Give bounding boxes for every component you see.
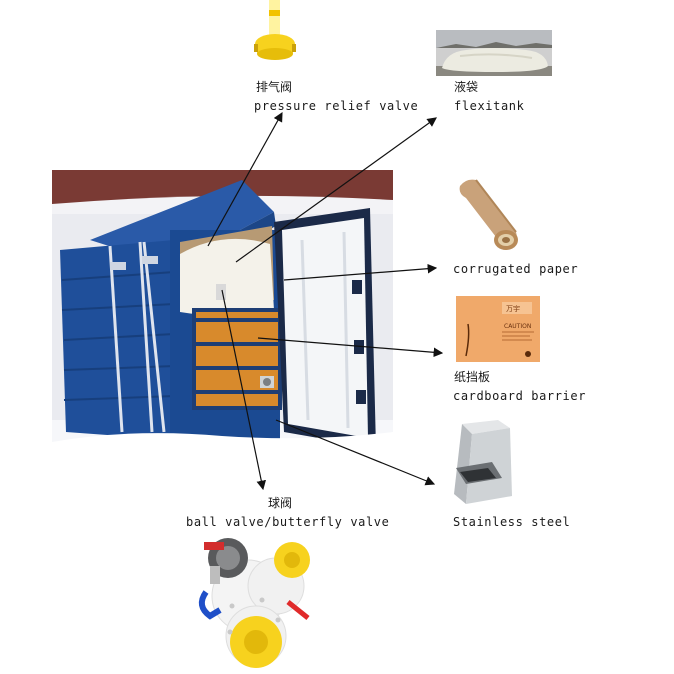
cardboard-brand-text: 万宇 (506, 304, 520, 313)
flexitank-image (436, 30, 552, 76)
cardboard-barrier-image: 万宇 CAUTION (456, 296, 540, 362)
ball-valve-en-label: ball valve/butterfly valve (186, 515, 390, 529)
corrugated-paper-label: corrugated paper (453, 262, 579, 276)
ball-valve-zh-label: 球阀 (268, 496, 293, 510)
flexitank-en-label: flexitank (454, 99, 525, 113)
stainless-steel-tube-image (454, 420, 512, 504)
stainless-steel-label: Stainless steel (453, 515, 571, 529)
cardboard-barrier-en-label: cardboard barrier (453, 389, 587, 403)
cardboard-barrier-zh-label: 纸挡板 (454, 370, 491, 384)
corrugated-paper-roll-image (459, 179, 518, 250)
flexitank-container-image (52, 170, 393, 461)
relief-valve-zh-label: 排气阀 (256, 80, 293, 94)
flexitank-zh-label: 液袋 (454, 80, 479, 94)
pressure-relief-valve-image (254, 0, 296, 60)
relief-valve-en-label: pressure relief valve (254, 99, 419, 113)
cardboard-caution-text: CAUTION (504, 323, 531, 330)
ball-valve-image (198, 538, 310, 668)
